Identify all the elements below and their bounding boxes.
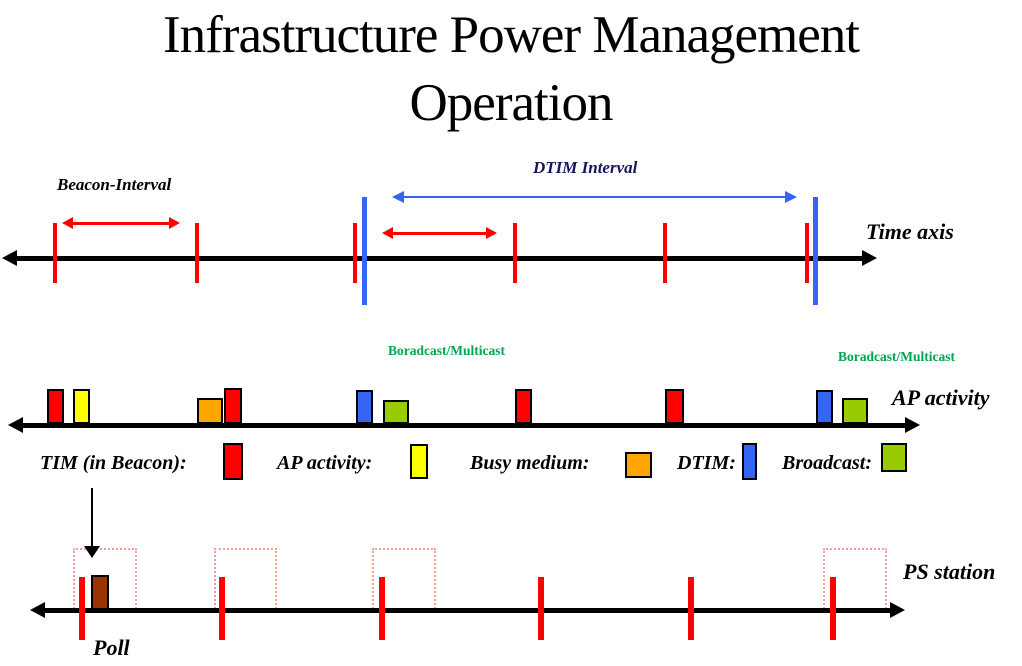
ps-axis-line: [42, 607, 893, 613]
ap-block-orange-2: [197, 398, 223, 424]
ap-block-green-5: [383, 400, 409, 424]
dtim-interval-label: DTIM Interval: [533, 158, 638, 177]
dtim-interval-arrow-right-arrowhead: [785, 191, 797, 203]
beacon-interval-arrow-2-line: [391, 231, 488, 235]
time-axis-line: [14, 255, 865, 261]
ps-tick-1: [219, 577, 225, 640]
legend-label-3: DTIM:: [677, 452, 736, 474]
ap-axis-line: [20, 422, 908, 428]
legend-label-0: TIM (in Beacon):: [40, 452, 187, 474]
dtim-boundary-line-1: [812, 197, 818, 305]
beacon-tick-1: [195, 223, 199, 283]
title-line-2: Operation: [409, 73, 614, 132]
legend-swatch-blue: [742, 443, 757, 480]
ap-block-red-3: [224, 388, 242, 424]
legend-label-2: Busy medium:: [470, 452, 590, 474]
ps-tick-0: [79, 577, 85, 640]
ap-block-yellow-1: [73, 389, 90, 424]
ps-tick-4: [688, 577, 694, 640]
dtim-interval-arrow-line: [402, 196, 787, 198]
ps-station-label: PS station: [903, 559, 996, 584]
ps-axis-right-arrowhead: [890, 602, 905, 618]
beacon-interval-arrow-line: [71, 221, 171, 225]
ap-axis-right-arrowhead: [905, 417, 920, 433]
legend-swatch-yellow: [410, 444, 428, 479]
broadcast-multicast-label-0: Boradcast/Multicast: [388, 343, 505, 358]
beacon-interval-arrow-left-arrowhead: [62, 217, 73, 229]
slide-title: Infrastructure Power Management Operatio…: [0, 2, 1022, 138]
ap-block-red-0: [47, 389, 64, 424]
beacon-interval-arrow-2-right-arrowhead: [486, 227, 497, 239]
ap-block-red-7: [665, 389, 684, 424]
beacon-interval-arrow-2-left-arrowhead: [382, 227, 393, 239]
ap-block-blue-4: [356, 390, 373, 424]
ps-tick-2: [379, 577, 385, 640]
time-axis-left-arrowhead: [2, 250, 17, 266]
beacon-tick-5: [805, 223, 809, 283]
ap-block-green-9: [842, 398, 868, 424]
poll-label: Poll: [93, 635, 130, 660]
legend-swatch-red: [223, 443, 243, 480]
ap-axis-left-arrowhead: [8, 417, 23, 433]
beacon-tick-4: [663, 223, 667, 283]
legend-label-4: Broadcast:: [782, 452, 872, 474]
poll-block: [91, 575, 109, 610]
legend-label-1: AP activity:: [277, 452, 373, 474]
time-axis-label: Time axis: [866, 219, 954, 244]
tim-to-poll-arrow-line: [91, 488, 93, 548]
tim-to-poll-arrowhead: [84, 546, 100, 558]
ps-axis-left-arrowhead: [30, 602, 45, 618]
title-line-1: Infrastructure Power Management: [163, 6, 860, 64]
dtim-boundary-line-0: [361, 197, 367, 305]
beacon-tick-2: [353, 223, 357, 283]
time-axis-right-arrowhead: [862, 250, 877, 266]
ps-tick-3: [538, 577, 544, 640]
ap-block-red-6: [515, 389, 532, 424]
ap-block-blue-8: [816, 390, 833, 424]
ap-activity-label: AP activity: [892, 385, 990, 410]
broadcast-multicast-label-1: Boradcast/Multicast: [838, 349, 955, 364]
beacon-interval-label: Beacon-Interval: [57, 175, 172, 194]
dtim-interval-arrow-left-arrowhead: [392, 191, 404, 203]
beacon-tick-3: [513, 223, 517, 283]
legend-swatch-orange: [625, 452, 652, 478]
legend-swatch-green: [881, 443, 907, 472]
ps-tick-5: [830, 577, 836, 640]
beacon-interval-arrow-right-arrowhead: [169, 217, 180, 229]
beacon-tick-0: [53, 223, 57, 283]
